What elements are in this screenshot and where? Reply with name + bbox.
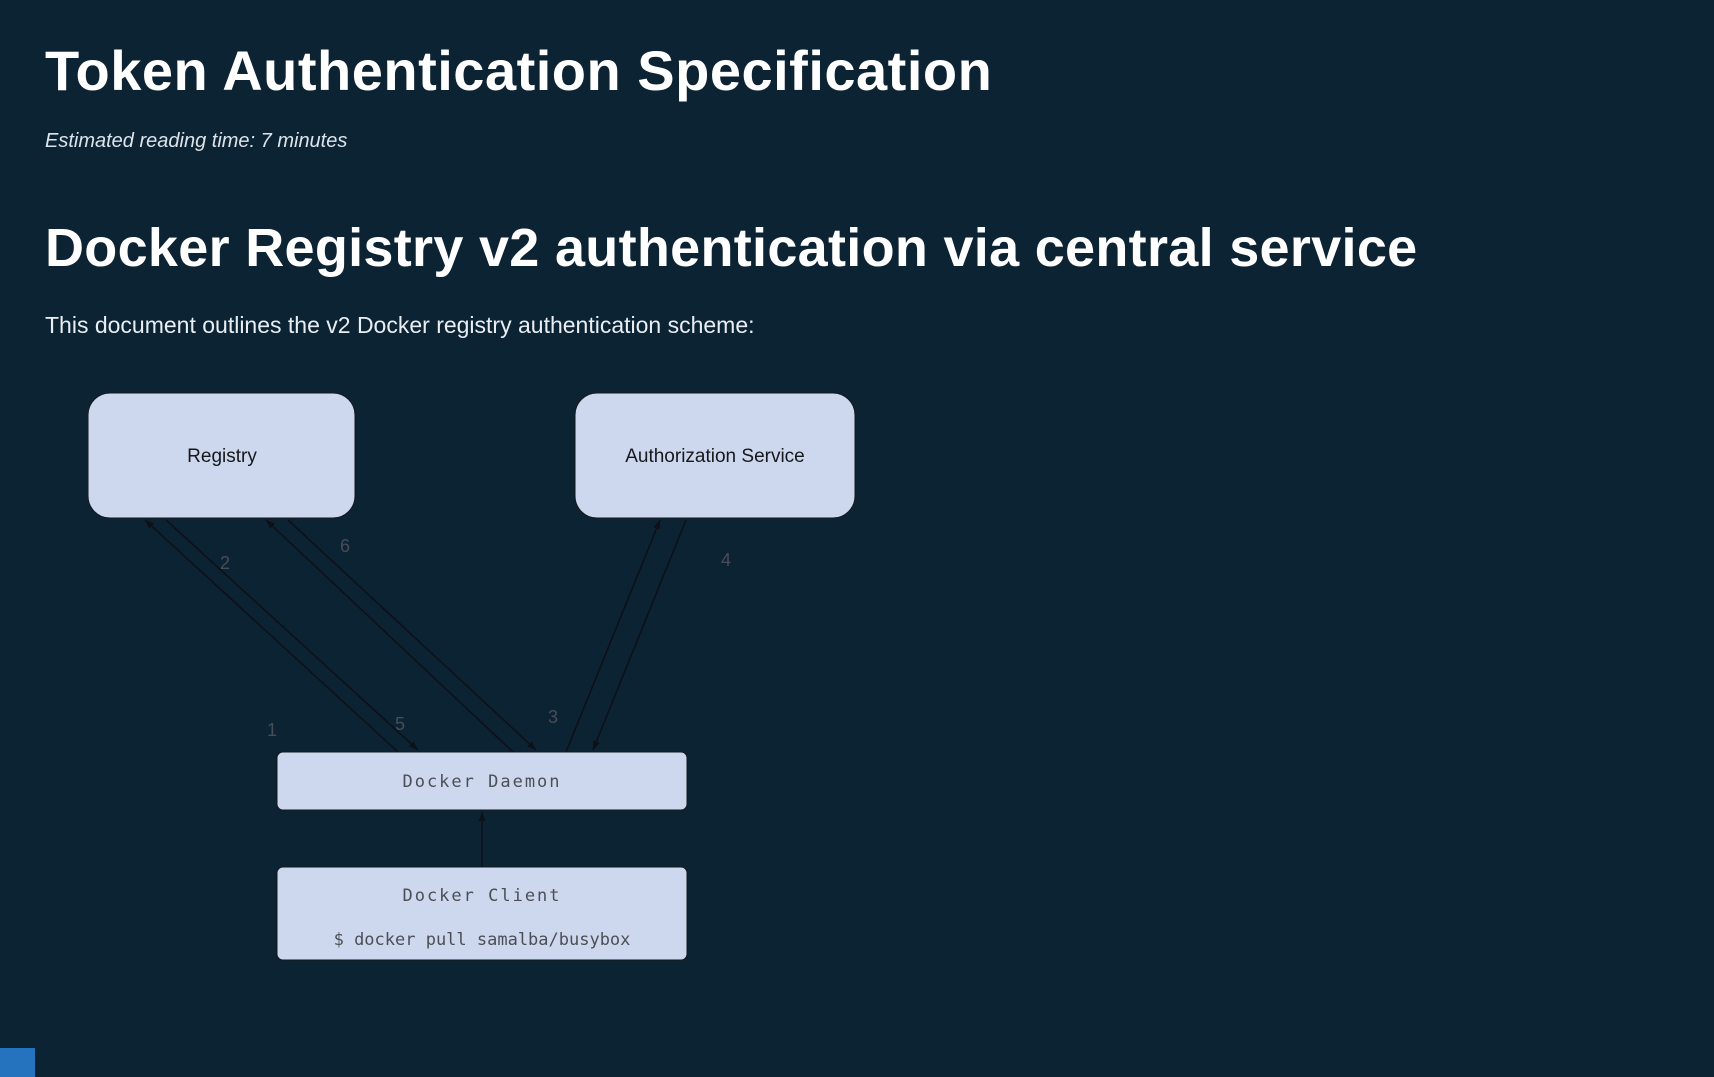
docker-daemon-node-label: Docker Daemon bbox=[402, 772, 561, 792]
docker-client-node-label: Docker Client bbox=[402, 886, 561, 906]
reading-time-note: Estimated reading time: 7 minutes bbox=[45, 129, 348, 152]
arrow-step-6 bbox=[287, 519, 537, 751]
arrow-step-3 bbox=[565, 519, 661, 753]
authorization-service-node: Authorization Service bbox=[574, 392, 856, 519]
registry-node-label: Registry bbox=[187, 446, 257, 467]
docker-client-node: Docker Client $ docker pull samalba/busy… bbox=[276, 866, 688, 961]
registry-node: Registry bbox=[88, 392, 356, 519]
arrow-step-5 bbox=[265, 519, 514, 753]
auth-flow-diagram: 1 2 3 4 5 6 Registry Authorization Servi… bbox=[88, 389, 888, 969]
arrow-step-4 bbox=[592, 519, 687, 751]
step-label-1: 1 bbox=[267, 720, 277, 740]
article-page: Token Authentication Specification Estim… bbox=[45, 39, 1418, 969]
step-label-6: 6 bbox=[340, 536, 350, 556]
section-heading: Docker Registry v2 authentication via ce… bbox=[45, 217, 1418, 278]
bottom-left-blue-button[interactable] bbox=[0, 1048, 35, 1077]
arrow-step-1 bbox=[144, 519, 399, 753]
step-label-4: 4 bbox=[721, 550, 731, 570]
step-label-2: 2 bbox=[220, 553, 230, 573]
intro-paragraph: This document outlines the v2 Docker reg… bbox=[45, 311, 755, 338]
step-label-3: 3 bbox=[548, 707, 558, 727]
authorization-service-node-label: Authorization Service bbox=[625, 446, 805, 467]
auth-flow-svg: 1 2 3 4 5 6 Registry Authorization Servi… bbox=[88, 392, 856, 961]
docker-client-command: $ docker pull samalba/busybox bbox=[334, 930, 631, 950]
page-title: Token Authentication Specification bbox=[45, 39, 993, 102]
step-label-5: 5 bbox=[395, 714, 405, 734]
arrow-step-2 bbox=[165, 519, 419, 751]
docker-daemon-node: Docker Daemon bbox=[276, 751, 688, 811]
